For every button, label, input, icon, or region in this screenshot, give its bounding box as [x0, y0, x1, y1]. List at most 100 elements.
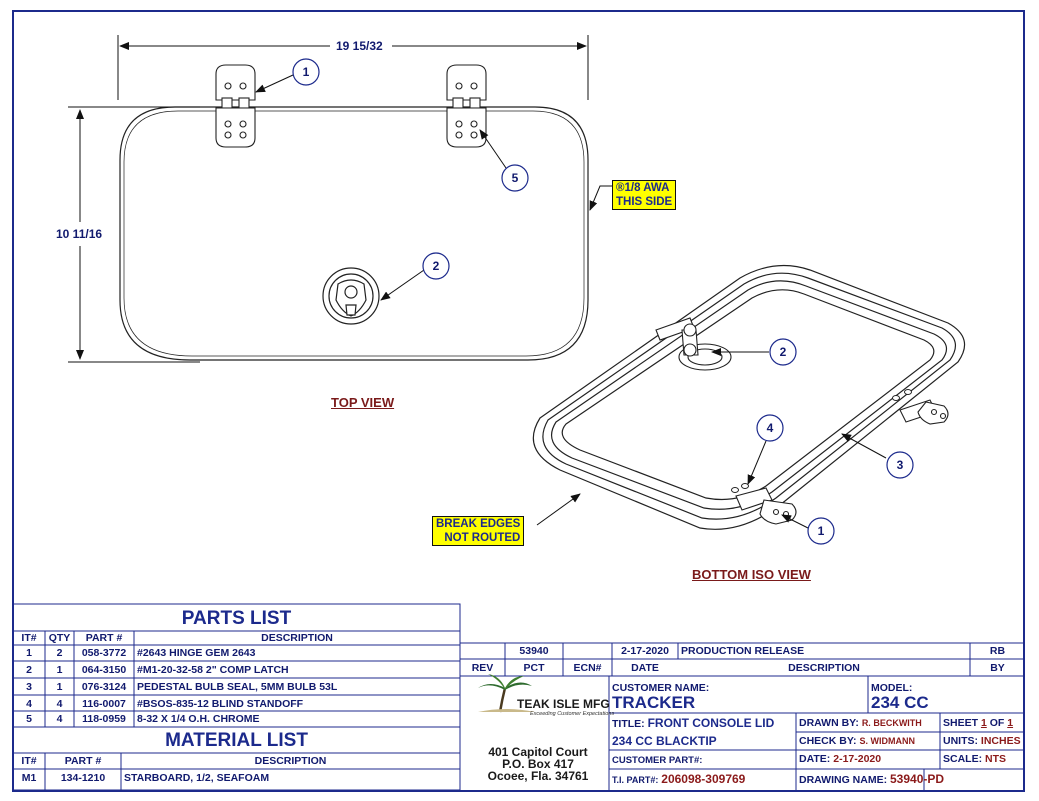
- balloon-number: 2: [779, 345, 787, 359]
- balloon-number: 2: [432, 259, 440, 273]
- iso-standoffs: [731, 389, 912, 493]
- company-tagline: Exceeding Customer Expectations: [530, 711, 615, 717]
- table-cell: M1: [21, 772, 37, 784]
- top-latch: [322, 267, 380, 325]
- table-cell: 4: [56, 713, 63, 725]
- balloon-number: 5: [511, 171, 519, 185]
- top-view-label: TOP VIEW: [331, 395, 395, 410]
- ti-part-field: T.I. PART#: 206098-309769: [609, 770, 796, 789]
- description-header: DESCRIPTION: [788, 662, 860, 674]
- awa-note-line1: ®1/8 AWA: [616, 182, 670, 194]
- customer-name-label: CUSTOMER NAME:: [612, 682, 710, 694]
- dimension-height: [68, 106, 200, 363]
- drawn-by-label: DRAWN BY:: [799, 717, 859, 729]
- ti-part-label: T.I. PART#:: [612, 775, 659, 785]
- drawing-name-value: 53940-PD: [890, 772, 945, 786]
- address-line2: P.O. Box 417: [502, 757, 574, 771]
- table-grid: [12, 603, 1025, 791]
- rev-date-value: 2-17-2020: [621, 645, 669, 657]
- table-cell: 064-3150: [81, 664, 127, 676]
- table-cell: 2: [26, 664, 32, 676]
- date-field: DATE: 2-17-2020: [796, 752, 940, 766]
- iso-view-label: BOTTOM ISO VIEW: [692, 567, 811, 582]
- leader-top-5: [479, 129, 507, 169]
- company-name: TEAK ISLE MFG: [517, 697, 610, 711]
- table-cell: 116-0007: [82, 698, 126, 710]
- address-line1: 401 Capitol Court: [488, 745, 588, 759]
- leader-iso-1: [781, 514, 809, 529]
- table-cell: PEDESTAL BULB SEAL, 5MM BULB 53L: [137, 681, 338, 693]
- parts-header-qty: QTY: [48, 632, 71, 644]
- balloon-circle: [292, 58, 320, 86]
- units-label: UNITS:: [943, 735, 978, 747]
- awa-note-line2: THIS SIDE: [616, 196, 673, 208]
- ecn-header: ECN#: [573, 662, 602, 674]
- sheet-number: 1: [980, 717, 987, 729]
- scale-label: SCALE:: [943, 753, 983, 765]
- rev-description-value: PRODUCTION RELEASE: [681, 645, 805, 657]
- leader-top-1: [255, 74, 294, 93]
- material-header-part: PART #: [64, 755, 102, 767]
- table-cell: 1: [26, 647, 32, 659]
- title-label: TITLE:: [612, 718, 645, 730]
- balloon-number: 1: [817, 524, 825, 538]
- table-cell: 1: [56, 681, 63, 693]
- parts-header-item: IT#: [21, 632, 37, 644]
- iso-hinge-back: [899, 399, 949, 425]
- model-label: MODEL:: [871, 682, 913, 694]
- balloon-circle: [807, 517, 835, 545]
- balloon-circle: [501, 164, 529, 192]
- parts-list-title: PARTS LIST: [181, 608, 292, 629]
- drawn-by-field: DRAWN BY: R. BECKWITH: [796, 716, 940, 730]
- height-dimension: 10 11/16: [56, 227, 103, 241]
- iso-hinge-front: [735, 487, 797, 525]
- break-edges-note: BREAK EDGES NOT ROUTED: [432, 516, 525, 546]
- table-cell: 134-1210: [60, 772, 106, 784]
- rev-header: REV: [471, 662, 494, 674]
- balloon-number: 3: [896, 458, 904, 472]
- dimension-width: [117, 35, 589, 100]
- title-line1: FRONT CONSOLE LID: [647, 716, 775, 730]
- parts-header-description: DESCRIPTION: [261, 632, 333, 644]
- scale-value: NTS: [985, 753, 1007, 765]
- drawing-name-label: DRAWING NAME:: [799, 774, 888, 786]
- width-dimension: 19 15/32: [336, 39, 383, 53]
- sheet-label: SHEET: [943, 717, 979, 729]
- balloon-circle: [756, 414, 784, 442]
- balloon-circle: [769, 338, 797, 366]
- table-cell: 4: [26, 698, 32, 710]
- table-cell: 058-3772: [81, 647, 127, 659]
- table-cell: 118-0959: [82, 713, 126, 725]
- customer-name: TRACKER: [612, 694, 696, 712]
- break-edges-line1: BREAK EDGES: [436, 518, 521, 530]
- parts-header-part: PART #: [85, 632, 123, 644]
- pct-header: PCT: [523, 662, 545, 674]
- leader-iso-3: [841, 433, 887, 459]
- check-by-field: CHECK BY: S. WIDMANN: [796, 734, 940, 748]
- company-address: 401 Capitol Court P.O. Box 417 Ocoee, Fl…: [470, 746, 606, 782]
- sheet-of: OF: [989, 717, 1005, 729]
- table-cell: 4: [56, 698, 63, 710]
- table-cell: STARBOARD, 1/2, SEAFOAM: [124, 772, 270, 784]
- table-cell: 5: [26, 713, 32, 725]
- break-edges-line2: NOT ROUTED: [444, 532, 521, 544]
- awa-leader: [589, 185, 612, 211]
- drawing-name-field: DRAWING NAME: 53940-PD: [796, 770, 1025, 789]
- table-cell: 1: [56, 664, 63, 676]
- pct-value: 53940: [519, 645, 549, 657]
- units-field: UNITS: INCHES: [940, 734, 1025, 748]
- balloon-number: 4: [766, 421, 774, 435]
- sheet-total: 1: [1007, 717, 1014, 729]
- table-cell: 2: [56, 647, 63, 659]
- leader-top-2: [380, 269, 425, 301]
- leader-iso-4: [747, 440, 767, 485]
- by-header: BY: [990, 662, 1005, 674]
- check-by-label: CHECK BY:: [799, 735, 857, 747]
- date-header: DATE: [631, 662, 659, 674]
- title-field: TITLE: FRONT CONSOLE LID: [609, 716, 796, 731]
- leader-break-edges: [536, 493, 581, 526]
- top-hinge-right: [446, 64, 487, 148]
- balloon-circle: [422, 252, 450, 280]
- date-value: 2-17-2020: [833, 753, 882, 765]
